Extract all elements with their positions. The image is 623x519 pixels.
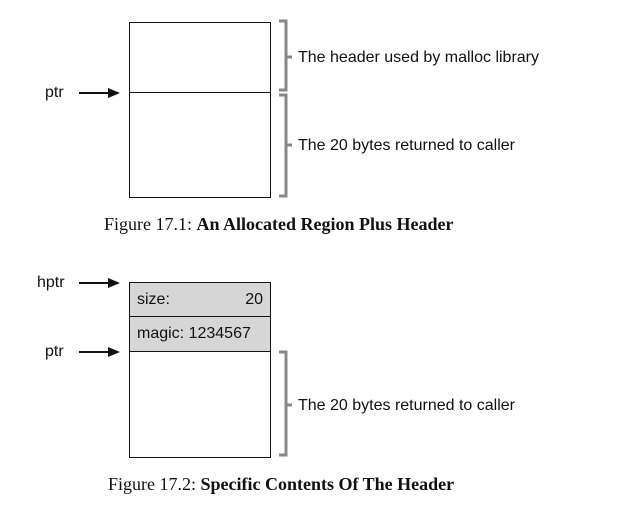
returned-bytes-annotation: The 20 bytes returned to caller [298,137,516,154]
header-contents-box: size: 20 magic: 1234567 [129,282,271,458]
figure-17-1-caption: Figure 17.1: An Allocated Region Plus He… [104,214,454,234]
caption-title: An Allocated Region Plus Header [196,214,454,234]
header-annotation: The header used by malloc library [298,49,540,66]
ptr-label-2: ptr [45,343,64,360]
header-divider [130,92,270,93]
caption-prefix: Figure 17.1: [104,214,192,234]
caption-title-2: Specific Contents Of The Header [200,474,455,494]
magic-row: magic: 1234567 [130,317,270,352]
ptr-label: ptr [45,84,64,101]
returned-bytes-annotation-2: The 20 bytes returned to caller [298,397,516,414]
allocated-region-box [129,22,271,198]
figure-17-2-caption: Figure 17.2: Specific Contents Of The He… [108,474,454,494]
size-value: 20 [245,291,263,308]
hptr-label: hptr [37,274,65,291]
caption-prefix-2: Figure 17.2: [108,474,196,494]
magic-label: magic: 1234567 [137,325,251,342]
size-row: size: 20 [130,283,270,317]
size-label: size: [137,291,170,308]
